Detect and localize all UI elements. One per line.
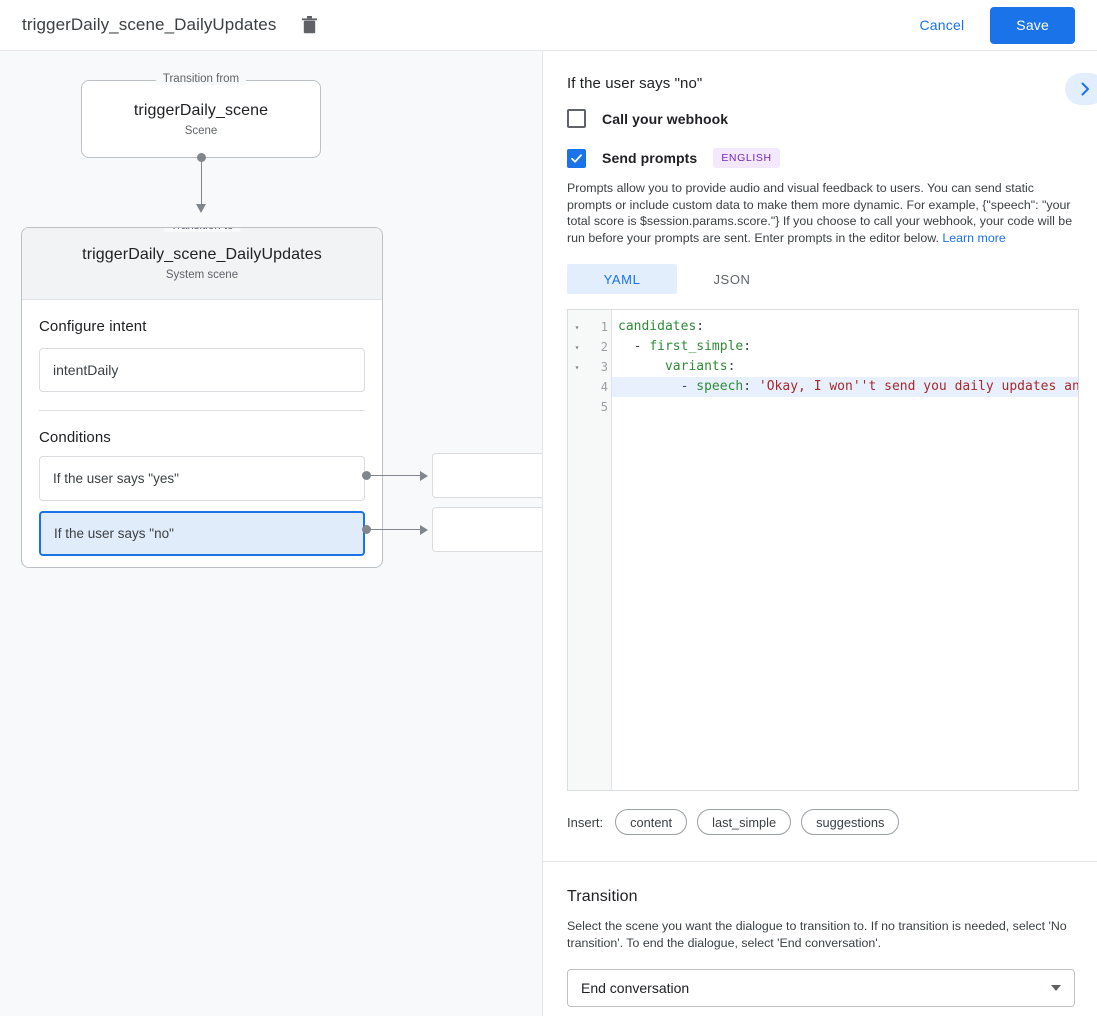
insert-chip-last-simple[interactable]: last_simple [697,809,792,835]
target-node-yes[interactable] [432,453,542,498]
edge-arrow-no-icon [420,524,428,535]
configure-intent-title: Configure intent [39,318,147,335]
insert-chip-content[interactable]: content [615,809,688,835]
edge-line-no [369,528,422,530]
expand-panel-button[interactable] [1065,73,1097,105]
chevron-right-icon [1081,82,1089,96]
code-line[interactable]: candidates: [612,317,1078,337]
panel-title: If the user says "no" [567,75,703,92]
edge-line-yes [369,474,422,476]
line-number: 1 [600,320,608,334]
scene-graph-canvas[interactable]: Transition from triggerDaily_scene Scene… [0,51,542,1016]
panel-header: If the user says "no" [543,51,1097,105]
code-token: : [743,379,759,394]
send-prompts-label: Send prompts [602,150,698,166]
code-line[interactable]: variants: [612,357,1078,377]
line-number: 3 [600,360,608,374]
conditions-section: Conditions If the user says "yes" If the… [22,411,382,556]
tab-json[interactable]: JSON [713,271,751,287]
line-number: 4 [600,380,608,394]
transition-select-value: End conversation [581,980,690,996]
condition-item-no[interactable]: If the user says "no" [39,511,365,556]
code-token: speech [696,379,744,394]
code-line[interactable]: - speech: 'Okay, I won''t send you daily… [612,377,1078,397]
delete-button[interactable] [296,12,322,38]
to-node-title: triggerDaily_scene_DailyUpdates [82,246,322,263]
transition-title: Transition [567,888,638,905]
gutter-row[interactable]: ▾1 [568,317,611,337]
webhook-row[interactable]: Call your webhook [543,109,1097,128]
target-node-no[interactable] [432,507,542,552]
fold-arrow-icon[interactable]: ▾ [574,342,580,352]
transition-section: Transition Select the scene you want the… [543,862,1097,1007]
transition-from-legend: Transition from [155,73,247,85]
insert-label: Insert: [567,814,604,830]
transition-help-text: Select the scene you want the dialogue t… [567,919,1067,950]
transition-to-node[interactable]: Transition to triggerDaily_scene_DailyUp… [21,227,383,568]
line-number: 5 [600,400,608,414]
gutter-row[interactable]: 5 [568,397,611,417]
top-app-bar: triggerDaily_scene_DailyUpdates Cancel S… [0,0,1097,51]
transition-from-node[interactable]: Transition from triggerDaily_scene Scene [81,73,321,158]
tab-yaml[interactable]: YAML [567,264,677,294]
line-number: 2 [600,340,608,354]
page-title: triggerDaily_scene_DailyUpdates [22,15,277,34]
trash-icon [301,16,317,34]
prompts-help-body: Prompts allow you to provide audio and v… [567,181,1073,245]
chevron-down-icon [1051,985,1061,991]
edge-dot-yes [362,471,371,480]
code-token: - [618,379,697,394]
editor-code-area[interactable]: candidates: - first_simple: variants: - … [612,310,1078,790]
from-node-title: triggerDaily_scene [133,101,269,119]
transition-to-legend: Transition to [163,228,241,232]
language-badge: ENGLISH [713,148,780,168]
code-token [618,359,665,374]
fold-arrow-icon[interactable]: ▾ [574,362,580,372]
call-webhook-label: Call your webhook [602,110,729,127]
connector-dot [197,153,206,162]
gutter-row[interactable]: 4 [568,377,611,397]
panel-divider [543,861,1097,862]
code-token: 'Okay, I won''t send you daily updates a… [758,379,1078,394]
code-token: candidates [618,319,697,334]
edge-dot-no [362,525,371,534]
code-token: - [618,339,650,354]
to-node-subtitle: System scene [165,269,239,281]
call-webhook-checkbox[interactable] [567,109,586,128]
format-tabs: YAML JSON [567,264,1097,294]
code-token: : [743,339,752,354]
check-icon [571,153,582,163]
send-prompts-checkbox[interactable] [567,148,586,168]
learn-more-link[interactable]: Learn more [942,230,1006,245]
insert-row: Insert: content last_simple suggestions [567,809,1097,835]
connector-line [200,158,202,206]
insert-chip-suggestions[interactable]: suggestions [801,809,900,835]
code-token: variants [664,359,728,374]
fold-arrow-icon[interactable]: ▾ [574,322,580,332]
transition-select[interactable]: End conversation [567,969,1075,1007]
code-token: : [727,359,736,374]
from-node-subtitle: Scene [184,124,218,137]
save-button[interactable]: Save [990,6,1075,44]
code-line[interactable] [612,397,1078,417]
configure-intent-section: Configure intent intentDaily [22,300,382,411]
gutter-row[interactable]: ▾2 [568,337,611,357]
section-divider [39,410,365,411]
condition-item-yes[interactable]: If the user says "yes" [39,456,365,501]
connector-arrow-icon [196,204,206,213]
intent-input[interactable]: intentDaily [39,348,365,392]
edge-arrow-yes-icon [420,470,428,481]
cancel-button[interactable]: Cancel [906,8,979,42]
prompts-help-text: Prompts allow you to provide audio and v… [567,180,1075,246]
to-node-header: triggerDaily_scene_DailyUpdates System s… [22,228,382,300]
send-prompts-row[interactable]: Send prompts ENGLISH [543,148,1097,168]
conditions-title: Conditions [39,429,111,446]
details-panel: If the user says "no" Call your webhook … [542,51,1097,1016]
gutter-row[interactable]: ▾3 [568,357,611,377]
code-token: : [696,319,705,334]
code-token: first_simple [649,339,744,354]
code-line[interactable]: - first_simple: [612,337,1078,357]
